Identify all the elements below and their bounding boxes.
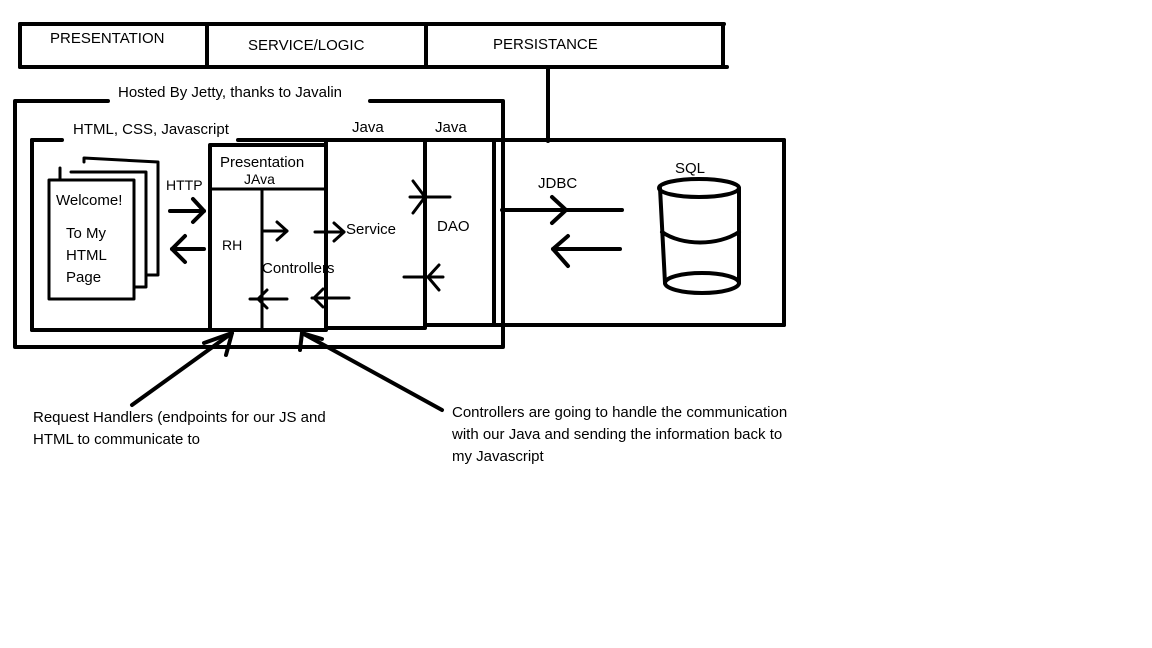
http-label: HTTP: [166, 177, 203, 193]
presentation-subtitle: JAva: [244, 171, 275, 187]
controller-to-rh-arrow: [248, 288, 289, 310]
page-line-page: Page: [66, 269, 101, 286]
layer-presentation-label: PRESENTATION: [50, 30, 164, 47]
layer-persistance-label: PERSISTANCE: [493, 36, 598, 53]
controllers-note-line1: Controllers are going to handle the comm…: [452, 404, 787, 421]
page-welcome-text: Welcome!: [56, 192, 122, 209]
request-handlers-note-line2: HTML to communicate to: [33, 431, 200, 448]
sql-label: SQL: [675, 160, 705, 177]
service-label: Service: [346, 221, 396, 238]
rh-to-controller-arrow: [260, 220, 289, 242]
service-to-dao-arrow: [408, 179, 452, 215]
controllers-pointer-arrow: [298, 331, 444, 412]
page-line-to-my: To My: [66, 225, 107, 242]
presentation-title: Presentation: [220, 154, 304, 171]
dao-box: Java DAO: [423, 119, 496, 327]
layer-service-logic-label: SERVICE/LOGIC: [248, 37, 365, 54]
http-response-arrow: [170, 234, 206, 264]
controllers-note-line2: with our Java and sending the informatio…: [451, 426, 782, 443]
rh-label: RH: [222, 237, 242, 253]
presentation-java-box: Presentation JAva RH Controllers: [208, 143, 335, 332]
dao-label: DAO: [437, 218, 470, 235]
host-box: Hosted By Jetty, thanks to Javalin: [13, 84, 505, 349]
controller-to-service-arrow: [313, 221, 346, 243]
host-label: Hosted By Jetty, thanks to Javalin: [118, 84, 342, 101]
request-handlers-note-line1: Request Handlers (endpoints for our JS a…: [33, 409, 326, 426]
jdbc-request-arrow: [500, 195, 624, 225]
service-to-controller-arrow: [310, 287, 351, 309]
service-lang-label: Java: [352, 119, 384, 136]
request-handlers-pointer-arrow: [130, 331, 234, 407]
request-handlers-note: Request Handlers (endpoints for our JS a…: [33, 409, 326, 448]
frontend-label: HTML, CSS, Javascript: [73, 121, 230, 138]
controllers-note-line3: my Javascript: [452, 448, 545, 465]
controllers-label: Controllers: [262, 260, 335, 277]
html-page-stack: Welcome! To My HTML Page: [47, 156, 160, 301]
html-page: [47, 178, 136, 301]
jdbc-label: JDBC: [538, 175, 577, 192]
page-line-html: HTML: [66, 247, 107, 264]
layer-bar: PRESENTATION SERVICE/LOGIC PERSISTANCE: [18, 22, 729, 143]
http-request-arrow: [168, 197, 206, 224]
jdbc-response-arrow: [551, 234, 622, 268]
dao-lang-label: Java: [435, 119, 467, 136]
sql-database-icon: SQL: [657, 160, 741, 295]
controllers-note: Controllers are going to handle the comm…: [451, 404, 787, 465]
